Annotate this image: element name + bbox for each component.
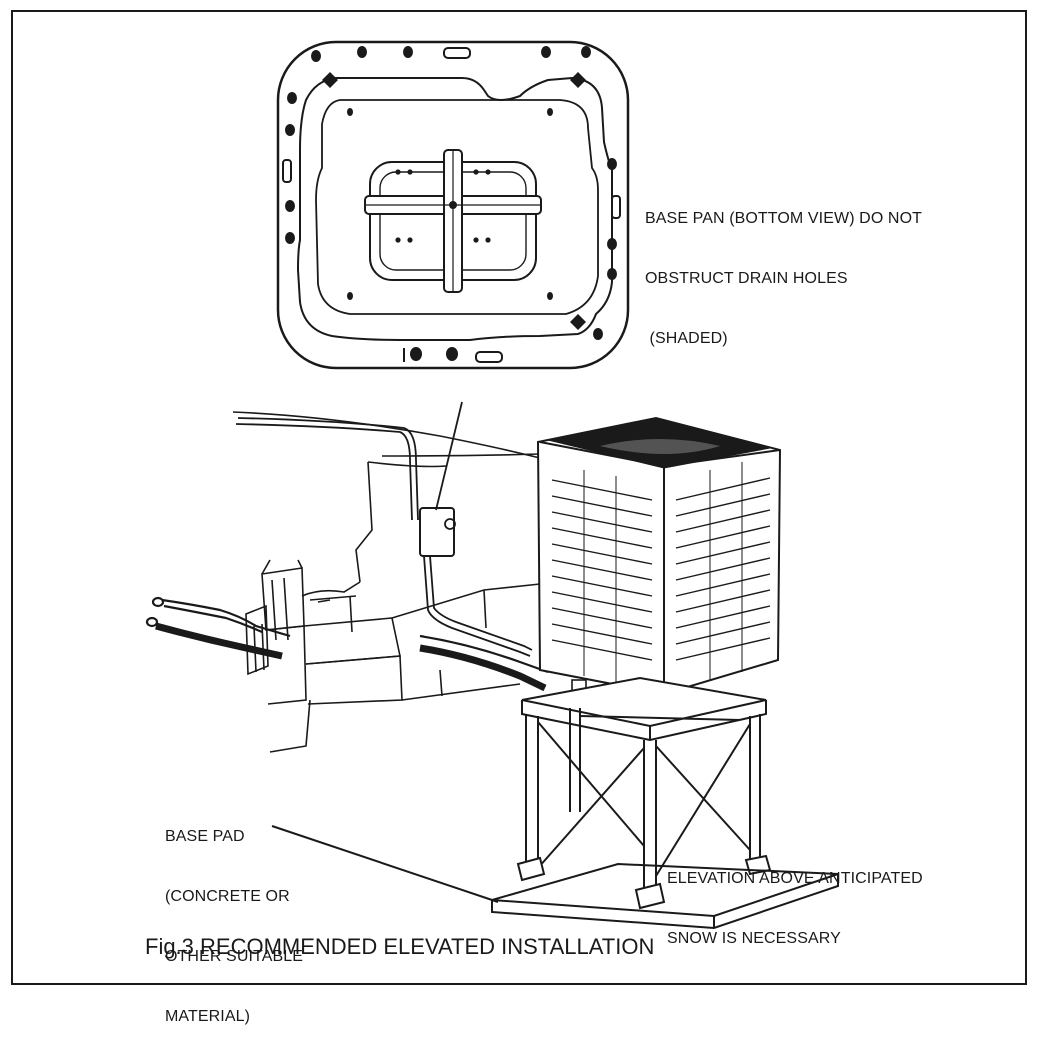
coil-grille (551, 462, 771, 682)
elevation-label-line-2: SNOW IS NECESSARY (667, 930, 841, 947)
condensing-unit (536, 416, 782, 709)
base-pad-label: BASE PAD (CONCRETE OR OTHER SUITABLE MAT… (165, 787, 303, 1047)
base-pan-label: BASE PAN (BOTTOM VIEW) DO NOT OBSTRUCT D… (645, 169, 922, 369)
figure-caption: Fig.3 RECOMMENDED ELEVATED INSTALLATION (145, 934, 655, 959)
elevation-label: ELEVATION ABOVE ANTICIPATED SNOW IS NECE… (667, 829, 923, 969)
base-pan-label-line-1: BASE PAN (BOTTOM VIEW) DO NOT (645, 210, 922, 227)
base-pan-label-line-3: (SHADED) (645, 330, 728, 347)
base-pad-label-line-4: MATERIAL) (165, 1008, 251, 1025)
elevation-label-line-1: ELEVATION ABOVE ANTICIPATED (667, 870, 923, 887)
refrigerant-lines (145, 596, 549, 692)
base-pan-label-line-2: OBSTRUCT DRAIN HOLES (645, 270, 848, 287)
wall-and-block-foundation (232, 411, 541, 753)
base-pad-label-line-1: BASE PAD (165, 828, 245, 845)
base-pan-bottom-view (276, 40, 630, 370)
base-pad-label-line-3: OTHER SUITABLE (165, 948, 304, 965)
disconnect-box (235, 401, 533, 657)
installation-diagram (145, 40, 839, 930)
base-pad-label-line-2: (CONCRETE OR (165, 888, 290, 905)
drain-holes (285, 46, 617, 361)
base-pad-leader (271, 825, 499, 903)
elevated-stand (491, 676, 839, 930)
